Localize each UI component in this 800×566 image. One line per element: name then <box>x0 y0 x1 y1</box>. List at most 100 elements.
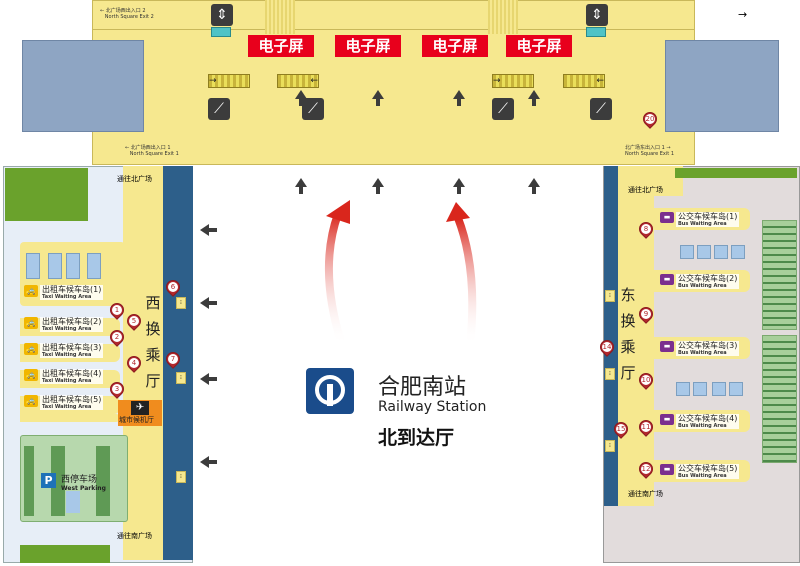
left-arrow-icon <box>200 456 217 468</box>
railway-logo <box>306 368 354 414</box>
escalator: → <box>492 74 534 88</box>
bus-icon: ▬ <box>660 464 674 475</box>
up-arrow-icon <box>372 178 384 194</box>
east-hall-title: 东换乘厅 <box>620 286 636 382</box>
taxi-icon: 🚕 <box>24 369 38 381</box>
escalator-icon: ⟋ <box>492 98 514 120</box>
door: ⁝ <box>605 440 615 452</box>
lot <box>729 382 743 396</box>
lot <box>676 382 690 396</box>
lot <box>48 253 62 279</box>
electronic-screen: 电子屏 <box>248 35 314 57</box>
door: ⁝ <box>605 290 615 302</box>
bus-icon: ▬ <box>660 274 674 285</box>
left-arrow-icon <box>200 373 217 385</box>
taxi-waiting-area-1: 🚕出租车候车岛(1)Taxi Waiting Area <box>24 285 104 300</box>
lot <box>712 382 726 396</box>
airport-terminal-label: 城市候机厅 <box>119 416 154 424</box>
lot <box>731 245 745 259</box>
escalator-icon: ⟋ <box>208 98 230 120</box>
elevator-icon: ⇕ <box>586 4 608 26</box>
parking-label-cn: 西停车场 <box>61 475 98 485</box>
stairs <box>488 0 518 34</box>
up-arrow-icon <box>295 90 307 106</box>
parking-icon: P <box>41 473 56 488</box>
lot <box>693 382 707 396</box>
taxi-island <box>20 414 120 422</box>
escalator: ← <box>277 74 319 88</box>
green-space <box>675 168 797 178</box>
bus-waiting-area-3: ▬公交车候车岛(3)Bus Waiting Area <box>660 341 740 356</box>
east-building-block <box>665 40 779 132</box>
lot <box>26 253 40 279</box>
escalator: ← <box>563 74 605 88</box>
airplane-icon: ✈ <box>131 401 149 415</box>
escalator: → <box>208 74 250 88</box>
exit-label: 北广场东出入口 1 →North Square Exit 1 <box>625 145 675 157</box>
up-arrow-icon <box>528 178 540 194</box>
route-arrow <box>324 212 346 347</box>
up-arrow-icon <box>453 90 465 106</box>
west-hall-title: 西换乘厅 <box>145 294 161 390</box>
to-south-label: 通往南广场 <box>628 490 663 498</box>
taxi-waiting-area-2: 🚕出租车候车岛(2)Taxi Waiting Area <box>24 317 104 332</box>
electronic-screen: 电子屏 <box>422 35 488 57</box>
station-name-en: Railway Station <box>378 399 487 415</box>
to-north-label: 通往北广场 <box>117 175 152 183</box>
elevator-icon: ⇕ <box>211 4 233 26</box>
route-arrow-head <box>326 200 350 224</box>
east-corridor-top <box>628 166 683 196</box>
lot <box>714 245 728 259</box>
parking-label-en: West Parking <box>61 485 106 492</box>
right-arrow-icon: → <box>738 8 748 21</box>
up-arrow-icon <box>528 90 540 106</box>
escalator-icon: ⟋ <box>302 98 324 120</box>
left-arrow-icon <box>200 297 217 309</box>
taxi-icon: 🚕 <box>24 343 38 355</box>
bus-waiting-area-4: ▬公交车候车岛(4)Bus Waiting Area <box>660 414 740 429</box>
bus-icon: ▬ <box>660 212 674 223</box>
up-arrow-icon <box>372 90 384 106</box>
electronic-screen: 电子屏 <box>335 35 401 57</box>
electronic-screen: 电子屏 <box>506 35 572 57</box>
door: ⁝ <box>176 471 186 483</box>
route-arrow <box>454 216 477 346</box>
bus-waiting-area-2: ▬公交车候车岛(2)Bus Waiting Area <box>660 274 740 289</box>
taxi-waiting-area-3: 🚕出租车候车岛(3)Taxi Waiting Area <box>24 343 104 358</box>
exit-label: ← 北广场西出入口 2 North Square Exit 2 <box>100 8 154 20</box>
exit-label: ← 北广场西出入口 1 North Square Exit 1 <box>125 145 179 157</box>
green-space <box>20 545 110 563</box>
lot <box>66 253 80 279</box>
taxi-icon: 🚕 <box>24 285 38 297</box>
taxi-icon: 🚕 <box>24 317 38 329</box>
station-name-cn: 合肥南站 <box>378 375 467 400</box>
west-building-block <box>22 40 144 132</box>
elevator-door-icon <box>586 27 606 37</box>
bus-icon: ▬ <box>660 414 674 425</box>
to-south-label: 通往南广场 <box>117 532 152 540</box>
door: ⁝ <box>176 372 186 384</box>
hall-name: 北到达厅 <box>378 427 455 449</box>
stairs <box>265 0 295 34</box>
route-arrow-head <box>446 202 470 222</box>
concourse-upper-wall <box>92 0 695 30</box>
door: ⁝ <box>605 368 615 380</box>
left-arrow-icon <box>200 224 217 236</box>
lot <box>680 245 694 259</box>
taxi-waiting-area-5: 🚕出租车候车岛(5)Taxi Waiting Area <box>24 395 104 410</box>
airport-terminal: ✈ 城市候机厅 <box>118 400 162 426</box>
to-north-label: 通往北广场 <box>628 186 663 194</box>
bus-icon: ▬ <box>660 341 674 352</box>
up-arrow-icon <box>295 178 307 194</box>
lot <box>697 245 711 259</box>
taxi-waiting-area-4: 🚕出租车候车岛(4)Taxi Waiting Area <box>24 369 104 384</box>
bus-waiting-area-5: ▬公交车候车岛(5)Bus Waiting Area <box>660 464 740 479</box>
elevator-door-icon <box>211 27 231 37</box>
parking-grid <box>762 335 797 463</box>
green-space <box>5 168 88 221</box>
door: ⁝ <box>176 297 186 309</box>
bus-waiting-area-1: ▬公交车候车岛(1)Bus Waiting Area <box>660 212 740 227</box>
lot <box>87 253 101 279</box>
